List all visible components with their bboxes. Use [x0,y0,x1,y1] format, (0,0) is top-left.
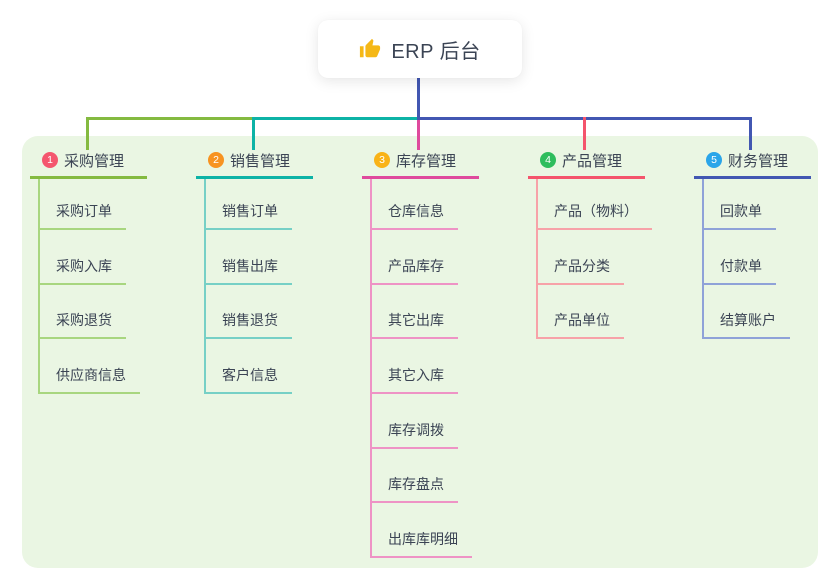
branch-product-label[interactable]: 4 产品管理 [540,150,622,170]
connector-drop-product [583,117,586,150]
child-node[interactable]: 销售退货 [204,311,292,339]
children-connector [204,179,206,394]
branch-title: 财务管理 [728,152,789,170]
branch-finance-label[interactable]: 5 财务管理 [706,150,788,170]
child-node[interactable]: 采购订单 [38,202,126,230]
connector-bus-purchase [86,117,255,120]
branch-underline [528,176,645,179]
child-node[interactable]: 库存调拨 [370,421,458,449]
child-node[interactable]: 产品库存 [370,257,458,285]
child-node[interactable]: 产品单位 [536,311,624,339]
child-node[interactable]: 产品（物料） [536,202,652,230]
branch-inventory-label[interactable]: 3 库存管理 [374,150,456,170]
thumbs-up-icon [360,38,381,58]
root-title: ERP 后台 [391,40,481,63]
branch-number-badge: 3 [374,152,390,168]
branch-underline [30,176,147,179]
child-node[interactable]: 采购退货 [38,311,126,339]
branch-purchase-label[interactable]: 1 采购管理 [42,150,124,170]
connector-drop-purchase [86,117,89,150]
child-node[interactable]: 出库库明细 [370,530,472,558]
connector-drop-sales [252,117,255,150]
branch-sales-label[interactable]: 2 销售管理 [208,150,290,170]
child-node[interactable]: 供应商信息 [38,366,140,394]
branch-number-badge: 2 [208,152,224,168]
branch-underline [362,176,479,179]
branch-underline [694,176,811,179]
children-connector [536,179,538,339]
root-node[interactable]: ERP 后台 [318,20,522,78]
branch-title: 采购管理 [64,152,125,170]
branch-number-badge: 4 [540,152,556,168]
child-node[interactable]: 其它入库 [370,366,458,394]
branch-title: 库存管理 [396,152,457,170]
child-node[interactable]: 采购入库 [38,257,126,285]
branch-number-badge: 5 [706,152,722,168]
child-node[interactable]: 仓库信息 [370,202,458,230]
child-node[interactable]: 产品分类 [536,257,624,285]
children-connector [38,179,40,394]
branch-title: 销售管理 [230,152,291,170]
branch-underline [196,176,313,179]
child-node[interactable]: 其它出库 [370,311,458,339]
connector-drop-inventory [417,120,420,150]
child-node[interactable]: 付款单 [702,257,776,285]
connector-bus-sales [252,117,420,120]
branch-number-badge: 1 [42,152,58,168]
children-connector [702,179,704,339]
branches-panel [22,136,818,568]
child-node[interactable]: 销售订单 [204,202,292,230]
child-node[interactable]: 销售出库 [204,257,292,285]
child-node[interactable]: 回款单 [702,202,776,230]
child-node[interactable]: 库存盘点 [370,475,458,503]
connector-root [417,77,420,120]
branch-title: 产品管理 [562,152,623,170]
child-node[interactable]: 客户信息 [204,366,292,394]
children-connector [370,179,372,558]
connector-drop-finance [749,117,752,150]
child-node[interactable]: 结算账户 [702,311,790,339]
